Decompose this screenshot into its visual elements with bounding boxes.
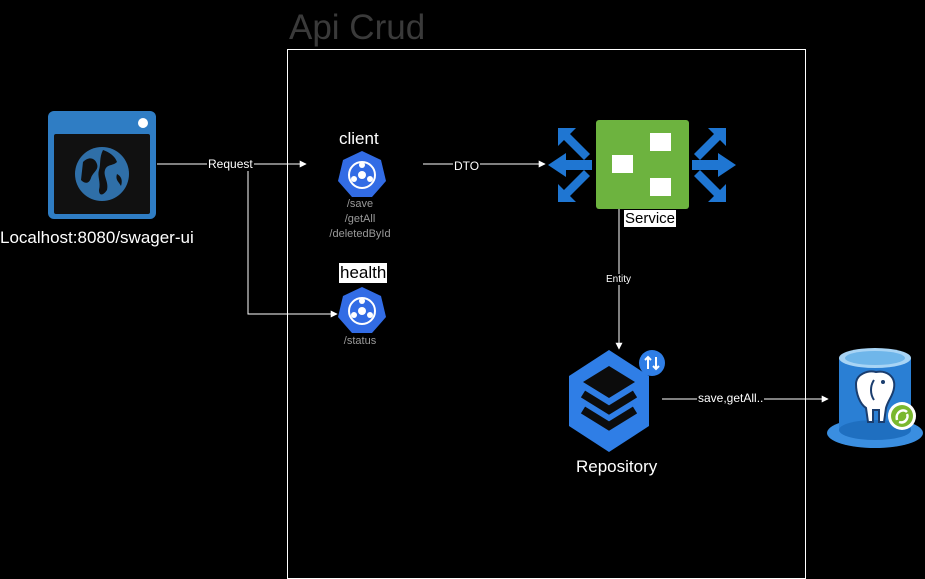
service-scale-arrows-icon bbox=[548, 120, 736, 209]
client-endpoints: /save /getAll /deletedById bbox=[318, 197, 402, 242]
diagram-title: Api Crud bbox=[289, 8, 426, 47]
postgresql-database-icon bbox=[827, 348, 923, 448]
request-edge-label: Request bbox=[207, 157, 254, 171]
database-node[interactable] bbox=[826, 346, 925, 450]
health-title: health bbox=[339, 263, 388, 283]
repository-label: Repository bbox=[576, 457, 658, 476]
health-node[interactable] bbox=[337, 286, 387, 334]
dto-edge-label: DTO bbox=[453, 159, 481, 173]
health-endpoints: /status bbox=[318, 334, 402, 349]
browser-node[interactable] bbox=[47, 110, 157, 220]
request-to-health-edge bbox=[247, 164, 338, 318]
browser-label: Localhost:8080/swager-ui bbox=[0, 228, 194, 247]
save-getall-edge-label: save,getAll.. bbox=[697, 391, 765, 405]
repository-stack-icon bbox=[569, 350, 665, 452]
repository-node[interactable] bbox=[569, 350, 667, 454]
service-label: Service bbox=[624, 210, 677, 227]
kubernetes-service-icon bbox=[338, 287, 386, 333]
endpoint-save: /save bbox=[346, 198, 374, 210]
kubernetes-service-icon bbox=[338, 151, 386, 197]
endpoint-deletedbyid: /deletedById bbox=[329, 228, 391, 240]
endpoint-getall: /getAll bbox=[344, 213, 376, 225]
client-title: client bbox=[339, 129, 379, 148]
browser-globe-icon bbox=[48, 111, 156, 219]
entity-edge-label: Entity bbox=[605, 274, 633, 285]
client-node[interactable] bbox=[337, 150, 387, 198]
service-node[interactable] bbox=[546, 120, 738, 210]
endpoint-status: /status bbox=[343, 335, 377, 347]
